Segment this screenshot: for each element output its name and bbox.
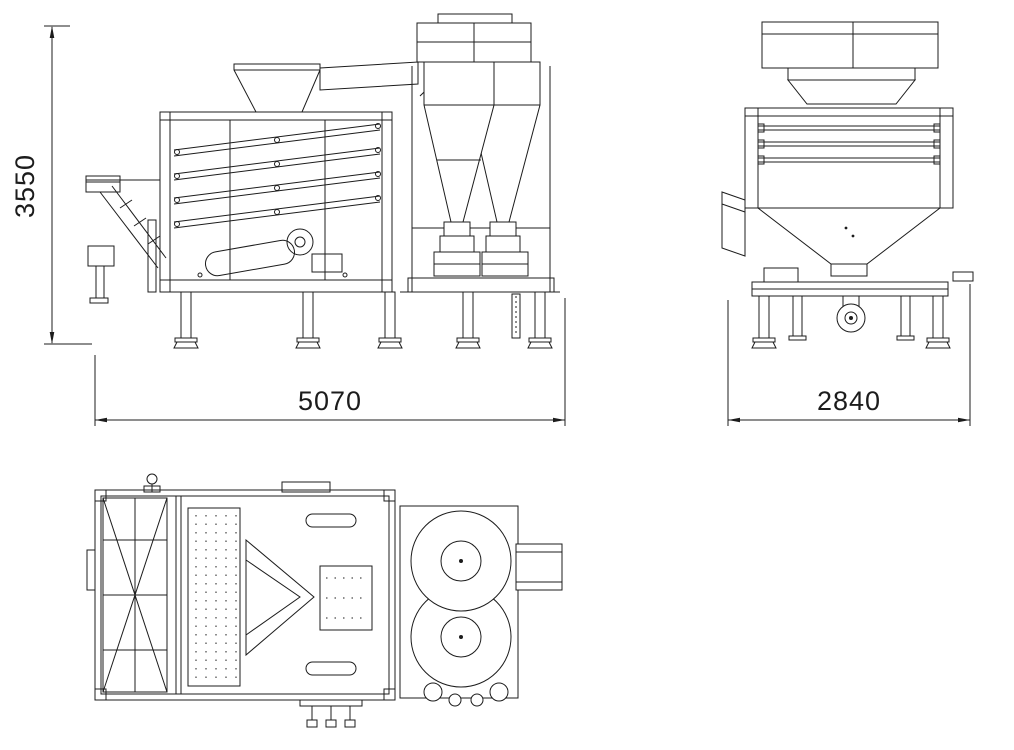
feed-elevator [85,175,167,304]
top-view [86,473,563,728]
front-top-assembly [761,21,939,105]
drum-cylinder [205,239,295,277]
wheel [836,296,866,333]
leg [295,291,321,349]
slot-top [305,513,357,528]
top-hopper-funnel [245,513,373,676]
leg [455,291,481,349]
leg [788,295,807,341]
air-duct [319,61,419,91]
cyclone-separator-assembly [400,13,560,293]
elevator-hopper [85,175,121,193]
discharge-box [87,245,115,267]
front-view [721,21,974,349]
top-cyclone-assembly [399,505,563,707]
side-view-legs [173,291,553,349]
width-dimension-label: 2840 [817,386,881,416]
leg [173,291,199,349]
cyclone-top-outlet [437,13,513,24]
side-view [85,13,560,349]
front-hopper-top [786,79,917,105]
conveyor-rail [175,496,182,694]
length-dimension-label: 5070 [298,386,362,416]
leg [377,291,403,349]
dimension-width: 2840 [727,284,971,426]
screw-jack [511,293,521,339]
outlet-box [515,543,563,591]
top-hopper [233,63,321,113]
air-chamber [102,497,168,693]
screen-perforated-area [187,507,241,687]
bottom-fittings [299,699,363,728]
cyclone-cone-left [423,61,495,223]
side-stub [952,271,974,282]
top-edge-fitting [281,481,331,493]
feed-hopper-and-duct [233,61,419,113]
screen-cleaner-body [159,111,393,293]
airlock-right [485,235,521,253]
lifting-eye [143,473,161,493]
front-discharge-hopper [756,207,942,277]
airlock-left [439,235,475,253]
sieve-decks [173,123,381,229]
leg [925,295,951,349]
arrow-left [728,417,740,423]
arrow-right [553,417,565,423]
elevator-foot [89,297,109,304]
hopper-neck [830,263,868,277]
dimension-length: 5070 [94,298,566,426]
motor-box [311,253,343,273]
arrow-right [958,417,970,423]
dimension-height: 3550 [10,25,92,345]
top-body-frame [86,481,396,701]
slot-bottom [305,661,357,676]
front-view-legs [751,295,951,349]
cyclone-base-frame [407,277,555,293]
arrow-down [49,332,55,344]
leg [896,295,915,341]
arrow-up [49,26,55,38]
control-box [763,267,799,283]
height-dimension-label: 3550 [10,154,40,218]
left-tab [86,549,96,591]
leg [751,295,777,349]
front-screen-body [744,107,954,209]
front-base [751,267,974,297]
front-left-chute [721,191,746,257]
fan-housing-circle [286,228,314,256]
arrow-left [95,417,107,423]
leg [527,291,553,349]
